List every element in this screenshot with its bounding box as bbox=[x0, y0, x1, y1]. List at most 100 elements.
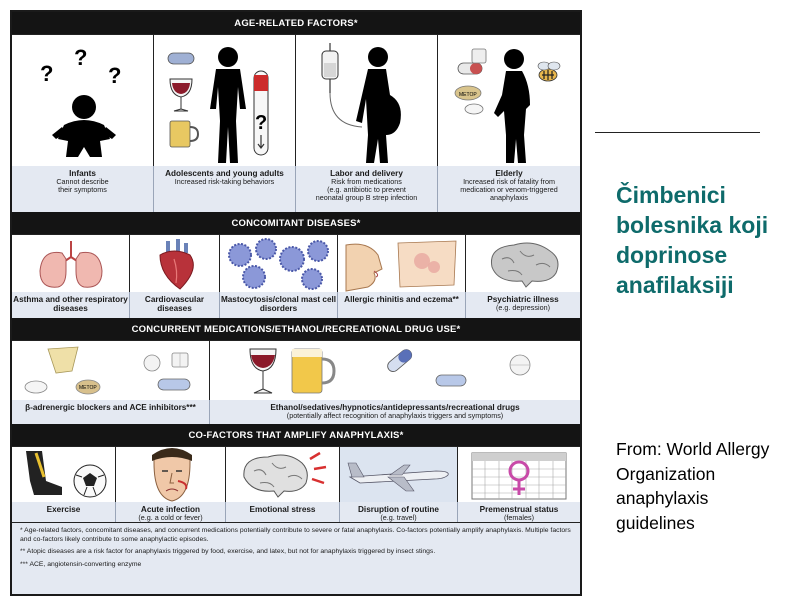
caption-travel: Disruption of routine (e.g. travel) bbox=[340, 502, 458, 522]
caption-desc: (e.g. antibiotic to prevent bbox=[327, 185, 406, 195]
caption-title: Ethanol/sedatives/hypnotics/antidepressa… bbox=[270, 403, 520, 412]
panel-travel bbox=[340, 446, 458, 502]
slide-title: Čimbenici bolesnika koji doprinose anafi… bbox=[616, 182, 769, 298]
caption-asthma: Asthma and other respiratory diseases bbox=[12, 292, 130, 318]
caption-premenstrual: Premenstrual status (females) bbox=[458, 502, 580, 522]
caption-infants: Infants Cannot describe their symptoms bbox=[12, 166, 154, 212]
caption-desc: Increased risk-taking behaviors bbox=[174, 177, 275, 186]
question-mark: ? bbox=[40, 61, 53, 86]
footnote: ** Atopic diseases are a risk factor for… bbox=[20, 548, 436, 556]
panel-premenstrual bbox=[458, 446, 580, 502]
infant-question-icon: ? ? ? bbox=[40, 45, 121, 157]
section-header-cofactors: CO-FACTORS THAT AMPLIFY ANAPHYLAXIS* bbox=[12, 424, 580, 446]
pills-icon: METOP bbox=[24, 346, 191, 395]
section-header-diseases: CONCOMITANT DISEASES* bbox=[12, 212, 580, 234]
footnotes: * Age-related factors, concomitant disea… bbox=[12, 522, 580, 594]
question-mark: ? bbox=[108, 63, 121, 88]
panel-exercise bbox=[12, 446, 116, 502]
caption-desc: (females) bbox=[504, 513, 534, 522]
question-mark: ? bbox=[255, 112, 267, 134]
caption-desc: (e.g. a cold or fever) bbox=[138, 513, 203, 522]
caption-psychiatric: Psychiatric illness (e.g. depression) bbox=[466, 292, 580, 318]
caption-stress: Emotional stress bbox=[226, 502, 340, 522]
brain-icon bbox=[490, 242, 559, 288]
caption-desc: Cannot describe bbox=[56, 177, 109, 186]
adult-substances-icon: ? bbox=[167, 47, 269, 163]
caption-desc: anaphylaxis bbox=[490, 193, 528, 203]
caption-title: Premenstrual status bbox=[479, 505, 559, 514]
disease-caption-row: Asthma and other respiratory diseases Ca… bbox=[12, 292, 580, 318]
caption-exercise: Exercise bbox=[12, 502, 116, 522]
anaphylaxis-factors-figure: AGE-RELATED FACTORS* ? ? ? bbox=[10, 10, 582, 596]
caption-adolescents: Adolescents and young adults Increased r… bbox=[154, 166, 296, 212]
calendar-female-icon bbox=[471, 452, 567, 500]
panel-beta-blockers: METOP bbox=[12, 340, 210, 400]
caption-desc: their symptoms bbox=[58, 185, 107, 195]
caption-mastocytosis: Mastocytosis/clonal mast cell disorders bbox=[220, 292, 338, 318]
caption-desc: Risk from medications bbox=[331, 177, 402, 186]
airplane-icon bbox=[340, 447, 457, 502]
panel-ethanol-drugs bbox=[210, 340, 580, 400]
caption-title: Adolescents and young adults bbox=[165, 169, 284, 178]
caption-title: β-adrenergic blockers and ACE inhibitors… bbox=[25, 403, 196, 412]
caption-desc: neonatal group B strep infection bbox=[315, 193, 418, 203]
caption-desc: Increased risk of fatality from bbox=[463, 177, 555, 186]
caption-title: Elderly bbox=[495, 169, 523, 178]
caption-elderly: Elderly Increased risk of fatality from … bbox=[438, 166, 580, 212]
cofactor-panel-row bbox=[12, 446, 580, 502]
caption-cardio: Cardiovascular diseases bbox=[130, 292, 220, 318]
panel-elderly: METOP bbox=[438, 34, 580, 166]
lungs-icon bbox=[39, 241, 103, 288]
caption-title: Exercise bbox=[46, 505, 81, 514]
caption-desc: medication or venom-triggered bbox=[460, 185, 558, 195]
caption-title: Acute infection bbox=[140, 505, 201, 514]
caption-title: Disruption of routine bbox=[358, 505, 439, 514]
panel-infection bbox=[116, 446, 226, 502]
divider-line bbox=[595, 132, 760, 133]
caption-labor: Labor and delivery Risk from medications… bbox=[296, 166, 438, 212]
panel-psychiatric bbox=[466, 234, 580, 292]
cofactor-caption-row: Exercise Acute infection (e.g. a cold or… bbox=[12, 502, 580, 522]
caption-beta-blockers: β-adrenergic blockers and ACE inhibitors… bbox=[12, 400, 210, 424]
pregnant-iv-icon bbox=[321, 43, 401, 163]
pill-imprint: METOP bbox=[79, 385, 97, 391]
caption-title: Mastocytosis/clonal mast cell disorders bbox=[220, 295, 337, 313]
section-header-age: AGE-RELATED FACTORS* bbox=[12, 12, 580, 34]
caption-infection: Acute infection (e.g. a cold or fever) bbox=[116, 502, 226, 522]
question-mark: ? bbox=[74, 45, 87, 70]
drinks-capsules-icon bbox=[249, 348, 531, 394]
mast-cell-icon bbox=[228, 238, 329, 290]
rhinitis-eczema-icon bbox=[345, 240, 457, 292]
caption-title: Psychiatric illness bbox=[487, 295, 559, 304]
soccer-icon bbox=[26, 451, 107, 498]
medication-caption-row: β-adrenergic blockers and ACE inhibitors… bbox=[12, 400, 580, 424]
panel-infants: ? ? ? bbox=[12, 34, 154, 166]
elderly-medication-icon: METOP bbox=[454, 48, 561, 163]
caption-desc: (e.g. depression) bbox=[496, 303, 550, 312]
stress-brain-icon bbox=[243, 451, 327, 498]
panel-asthma bbox=[12, 234, 130, 292]
disease-panel-row bbox=[12, 234, 580, 292]
age-panel-row: ? ? ? ? bbox=[12, 34, 580, 166]
footnote: * Age-related factors, concomitant disea… bbox=[20, 527, 571, 543]
panel-cardio bbox=[130, 234, 220, 292]
caption-desc: (e.g. travel) bbox=[380, 513, 417, 522]
caption-desc: (potentially affect recognition of anaph… bbox=[286, 411, 504, 420]
caption-title: Infants bbox=[69, 169, 96, 178]
heart-icon bbox=[159, 239, 194, 290]
caption-rhinitis: Allergic rhinitis and eczema** bbox=[338, 292, 466, 318]
panel-adolescents: ? bbox=[154, 34, 296, 166]
panel-mastocytosis bbox=[220, 234, 338, 292]
caption-title: Cardiovascular diseases bbox=[144, 295, 205, 313]
medication-panel-row: METOP bbox=[12, 340, 580, 400]
caption-title: Allergic rhinitis and eczema** bbox=[344, 295, 459, 304]
footnote: *** ACE, angiotensin-converting enzyme bbox=[20, 560, 142, 568]
caption-title: Asthma and other respiratory diseases bbox=[13, 295, 128, 313]
caption-title: Emotional stress bbox=[249, 505, 316, 514]
section-header-medications: CONCURRENT MEDICATIONS/ETHANOL/RECREATIO… bbox=[12, 318, 580, 340]
panel-stress bbox=[226, 446, 340, 502]
caption-title: Labor and delivery bbox=[330, 169, 403, 178]
panel-rhinitis bbox=[338, 234, 466, 292]
age-caption-row: Infants Cannot describe their symptoms A… bbox=[12, 166, 580, 212]
sick-face-icon bbox=[152, 448, 192, 502]
